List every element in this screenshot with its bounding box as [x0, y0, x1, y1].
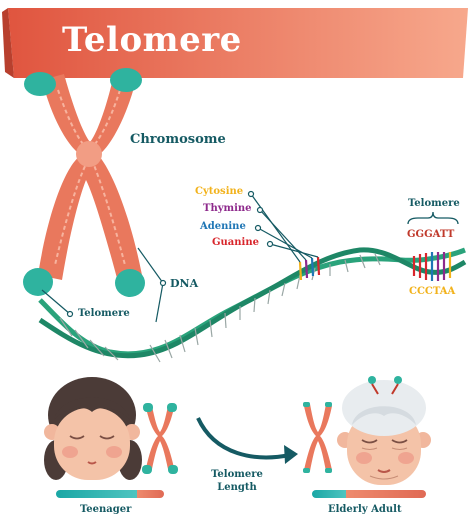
- chromosome: [23, 68, 145, 297]
- telomere-label-right: Telomere: [408, 198, 460, 209]
- guanine-label: Guanine: [212, 237, 259, 248]
- sequence-top: GGGATT: [407, 229, 455, 240]
- sequence-bottom: CCCTAA: [409, 286, 456, 297]
- elderly-adult-label: Elderly Adult: [328, 504, 402, 515]
- thymine-label: Thymine: [203, 203, 252, 214]
- telomere-length-line2: Length: [217, 482, 257, 493]
- leader-lines-left: [41, 247, 167, 323]
- cytosine-label: Cytosine: [195, 186, 244, 197]
- elderly-telomere-bar: [312, 490, 426, 498]
- chromosome-label: Chromosome: [130, 132, 226, 147]
- telomere-brace: [407, 211, 459, 225]
- title-banner: [2, 8, 468, 78]
- leader-lines-bases: [247, 190, 319, 263]
- elderly-face: [337, 376, 431, 485]
- dna-helix: [38, 247, 467, 363]
- elderly-chromosome: [303, 402, 332, 473]
- aging-arrow: [196, 417, 291, 460]
- teenager-telomere-bar: [56, 490, 164, 498]
- adenine-label: Adenine: [200, 221, 246, 232]
- teenager-label: Teenager: [80, 504, 132, 515]
- arrow-head: [284, 445, 298, 464]
- teenager-face: [44, 377, 142, 480]
- page-title: Telomere: [62, 20, 242, 60]
- telomere-length-line1: Telomere: [211, 469, 263, 480]
- dna-label: DNA: [170, 277, 199, 290]
- teenager-chromosome: [142, 403, 178, 474]
- telomere-label-left: Telomere: [78, 308, 130, 319]
